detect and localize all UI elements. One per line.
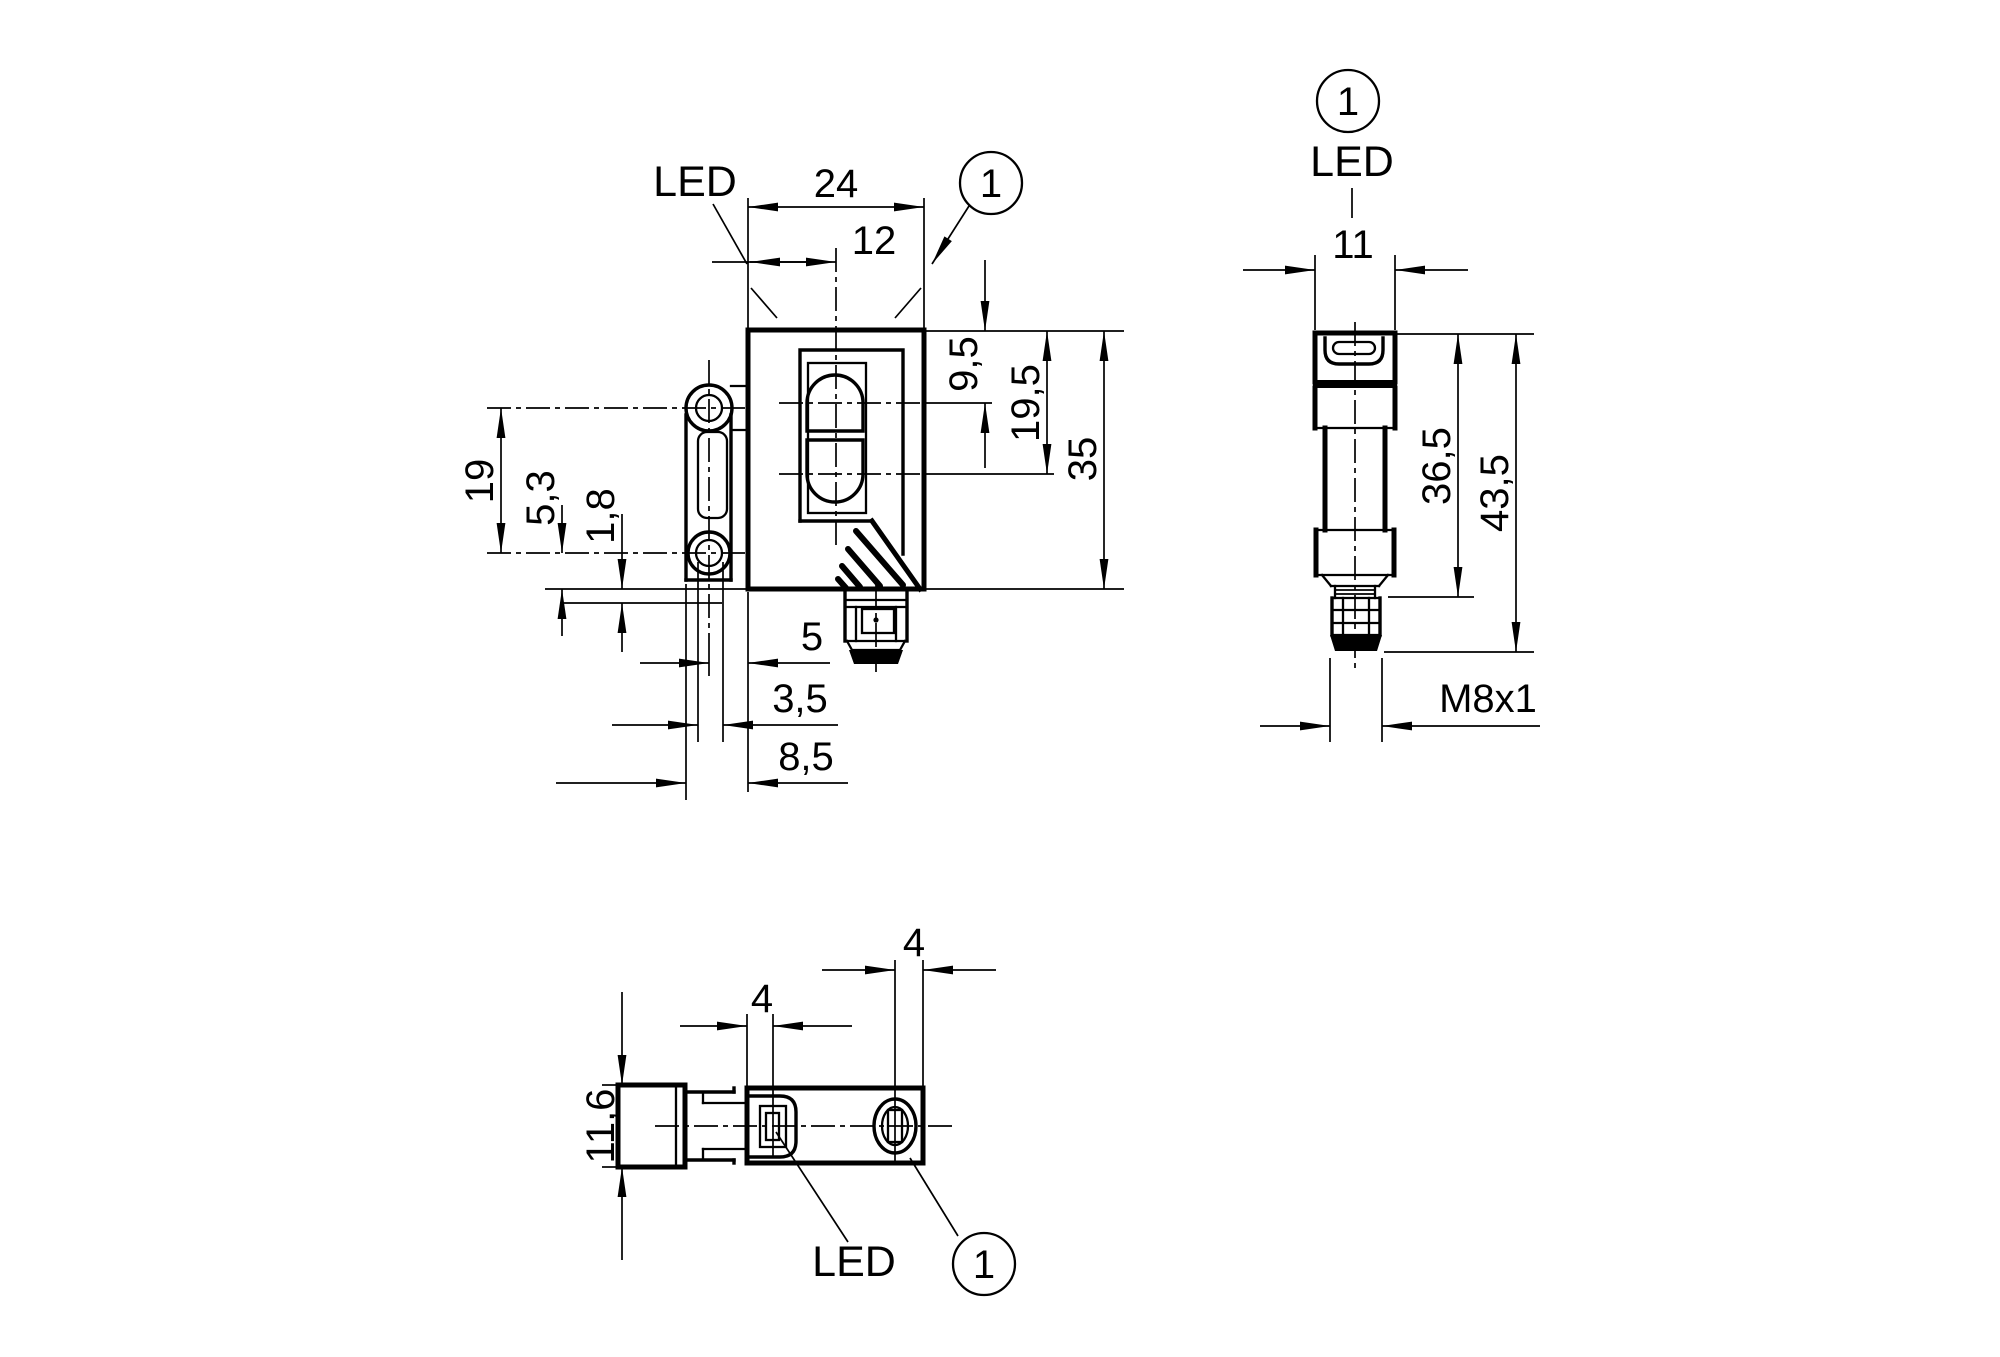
bottom-housing [655,1014,952,1166]
front-dim-lens1-label: 9,5 [942,336,986,392]
front-dim-hole-face-label: 5 [801,615,823,659]
front-dim-hole-spacing-label: 19 [458,459,502,504]
side-callout-text: 1 [1337,80,1359,124]
side-dim-body-label: 36,5 [1415,427,1459,505]
front-led-label: LED [653,158,748,265]
side-dimensions: 11 36,5 43,5 M8x1 [1243,223,1540,742]
bottom-led-label: LED [775,1131,896,1286]
chamfer-hatching [835,528,906,591]
callout-circle [958,150,1024,216]
side-led-text: LED [1310,138,1394,186]
front-connector [843,584,909,672]
front-mounting-bracket [487,360,750,800]
side-led-label: LED [1310,138,1394,218]
bottom-dim-depth-label: 11,6 [579,1089,623,1164]
front-dim-slot-label: 3,5 [772,677,828,721]
side-dim-total-label: 43,5 [1473,454,1517,532]
callout-circle [1315,68,1381,134]
front-optics [779,248,924,593]
front-dim-width-label: 24 [814,162,859,206]
side-m8-connector [1330,596,1382,651]
front-dim-hole-bottom-label: 5,3 [519,470,563,526]
front-callout-1: 1 [931,150,1024,265]
side-callout-1: 1 [1315,68,1381,134]
front-callout-text: 1 [980,162,1002,206]
side-thread-label: M8x1 [1439,677,1537,721]
side-dim-width-label: 11 [1332,223,1374,267]
front-dim-overhang-label: 1,8 [579,488,623,544]
bottom-dim-adjuster-axis-label: 4 [903,921,925,965]
side-view: 1 LED [1243,68,1540,742]
bottom-callout-1: 1 [909,1157,1017,1297]
front-led-text: LED [653,158,737,206]
front-dim-bracket-label: 8,5 [778,735,834,779]
callout-circle [951,1231,1017,1297]
front-dimensions: 24 12 9,5 19,5 35 19 5,3 1,8 [458,162,1124,788]
front-dim-lens2-label: 19,5 [1004,364,1048,442]
bottom-led-text: LED [812,1238,896,1286]
front-dim-height-label: 35 [1061,437,1105,482]
bottom-callout-text: 1 [973,1243,995,1287]
side-body [1312,322,1398,668]
bottom-dimensions: 4 4 11,6 [579,921,996,1260]
bottom-dim-led-axis-label: 4 [751,977,773,1021]
front-dim-axis-label: 12 [852,219,897,263]
bottom-adjuster [872,1090,918,1162]
front-view: 24 12 9,5 19,5 35 19 5,3 1,8 [458,150,1124,800]
bottom-view: 4 4 11,6 LED 1 [579,921,1017,1297]
